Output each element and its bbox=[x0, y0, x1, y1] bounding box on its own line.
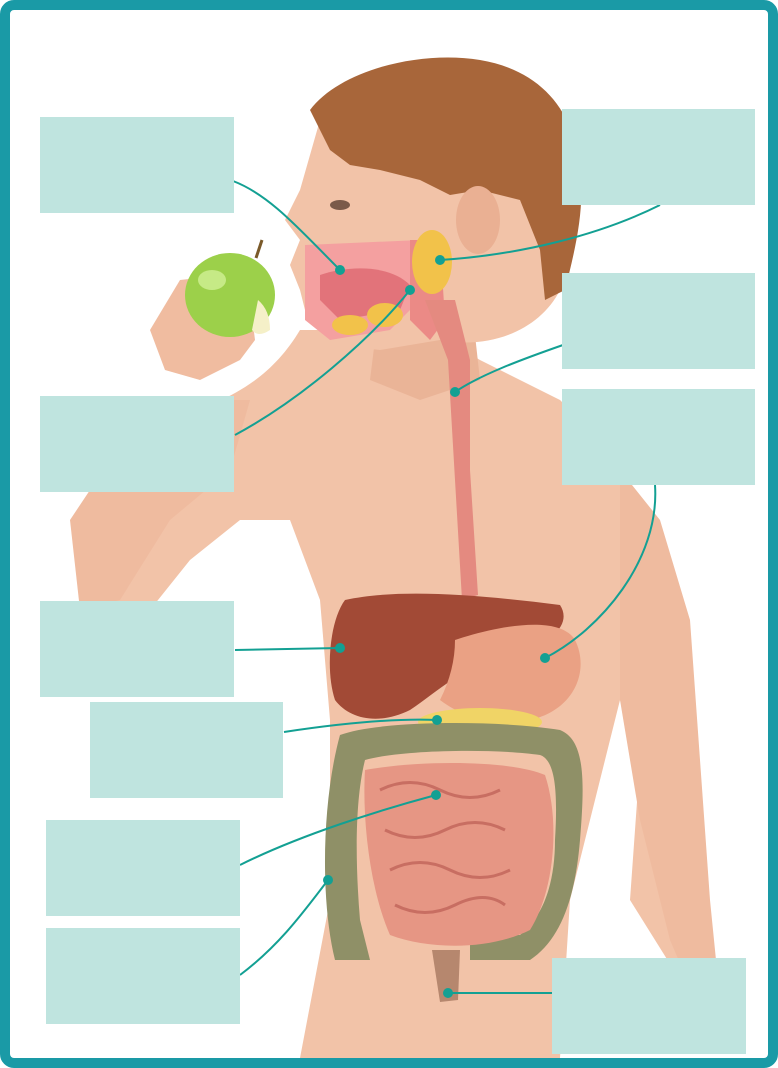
dot-large-intestine bbox=[323, 875, 333, 885]
ear bbox=[456, 186, 500, 254]
label-box-large-intestine[interactable] bbox=[46, 928, 240, 1024]
dot-mouth bbox=[335, 265, 345, 275]
apple-highlight bbox=[198, 270, 226, 290]
label-box-liver[interactable] bbox=[40, 601, 234, 697]
label-box-pancreas[interactable] bbox=[90, 702, 283, 798]
submandibular-gland bbox=[367, 303, 403, 327]
label-box-rectum[interactable] bbox=[552, 958, 746, 1054]
sublingual-gland bbox=[332, 315, 368, 335]
apple-icon bbox=[185, 240, 275, 337]
dot-pancreas bbox=[432, 715, 442, 725]
parotid-gland bbox=[412, 230, 452, 294]
label-box-pharynx[interactable] bbox=[40, 396, 234, 492]
label-box-stomach[interactable] bbox=[562, 389, 755, 485]
eye bbox=[330, 200, 350, 210]
right-arm bbox=[620, 470, 720, 1010]
dot-stomach bbox=[540, 653, 550, 663]
dot-salivary-glands bbox=[435, 255, 445, 265]
dot-liver bbox=[335, 643, 345, 653]
small-intestine bbox=[364, 763, 553, 946]
label-box-salivary-glands[interactable] bbox=[562, 109, 755, 205]
dot-rectum bbox=[443, 988, 453, 998]
apple-stem bbox=[256, 240, 262, 258]
label-box-esophagus[interactable] bbox=[562, 273, 755, 369]
label-box-mouth[interactable] bbox=[40, 117, 234, 213]
dot-pharynx bbox=[405, 285, 415, 295]
leader-large-intestine bbox=[240, 880, 328, 975]
dot-small-intestine bbox=[431, 790, 441, 800]
dot-esophagus bbox=[450, 387, 460, 397]
label-box-small-intestine[interactable] bbox=[46, 820, 240, 916]
